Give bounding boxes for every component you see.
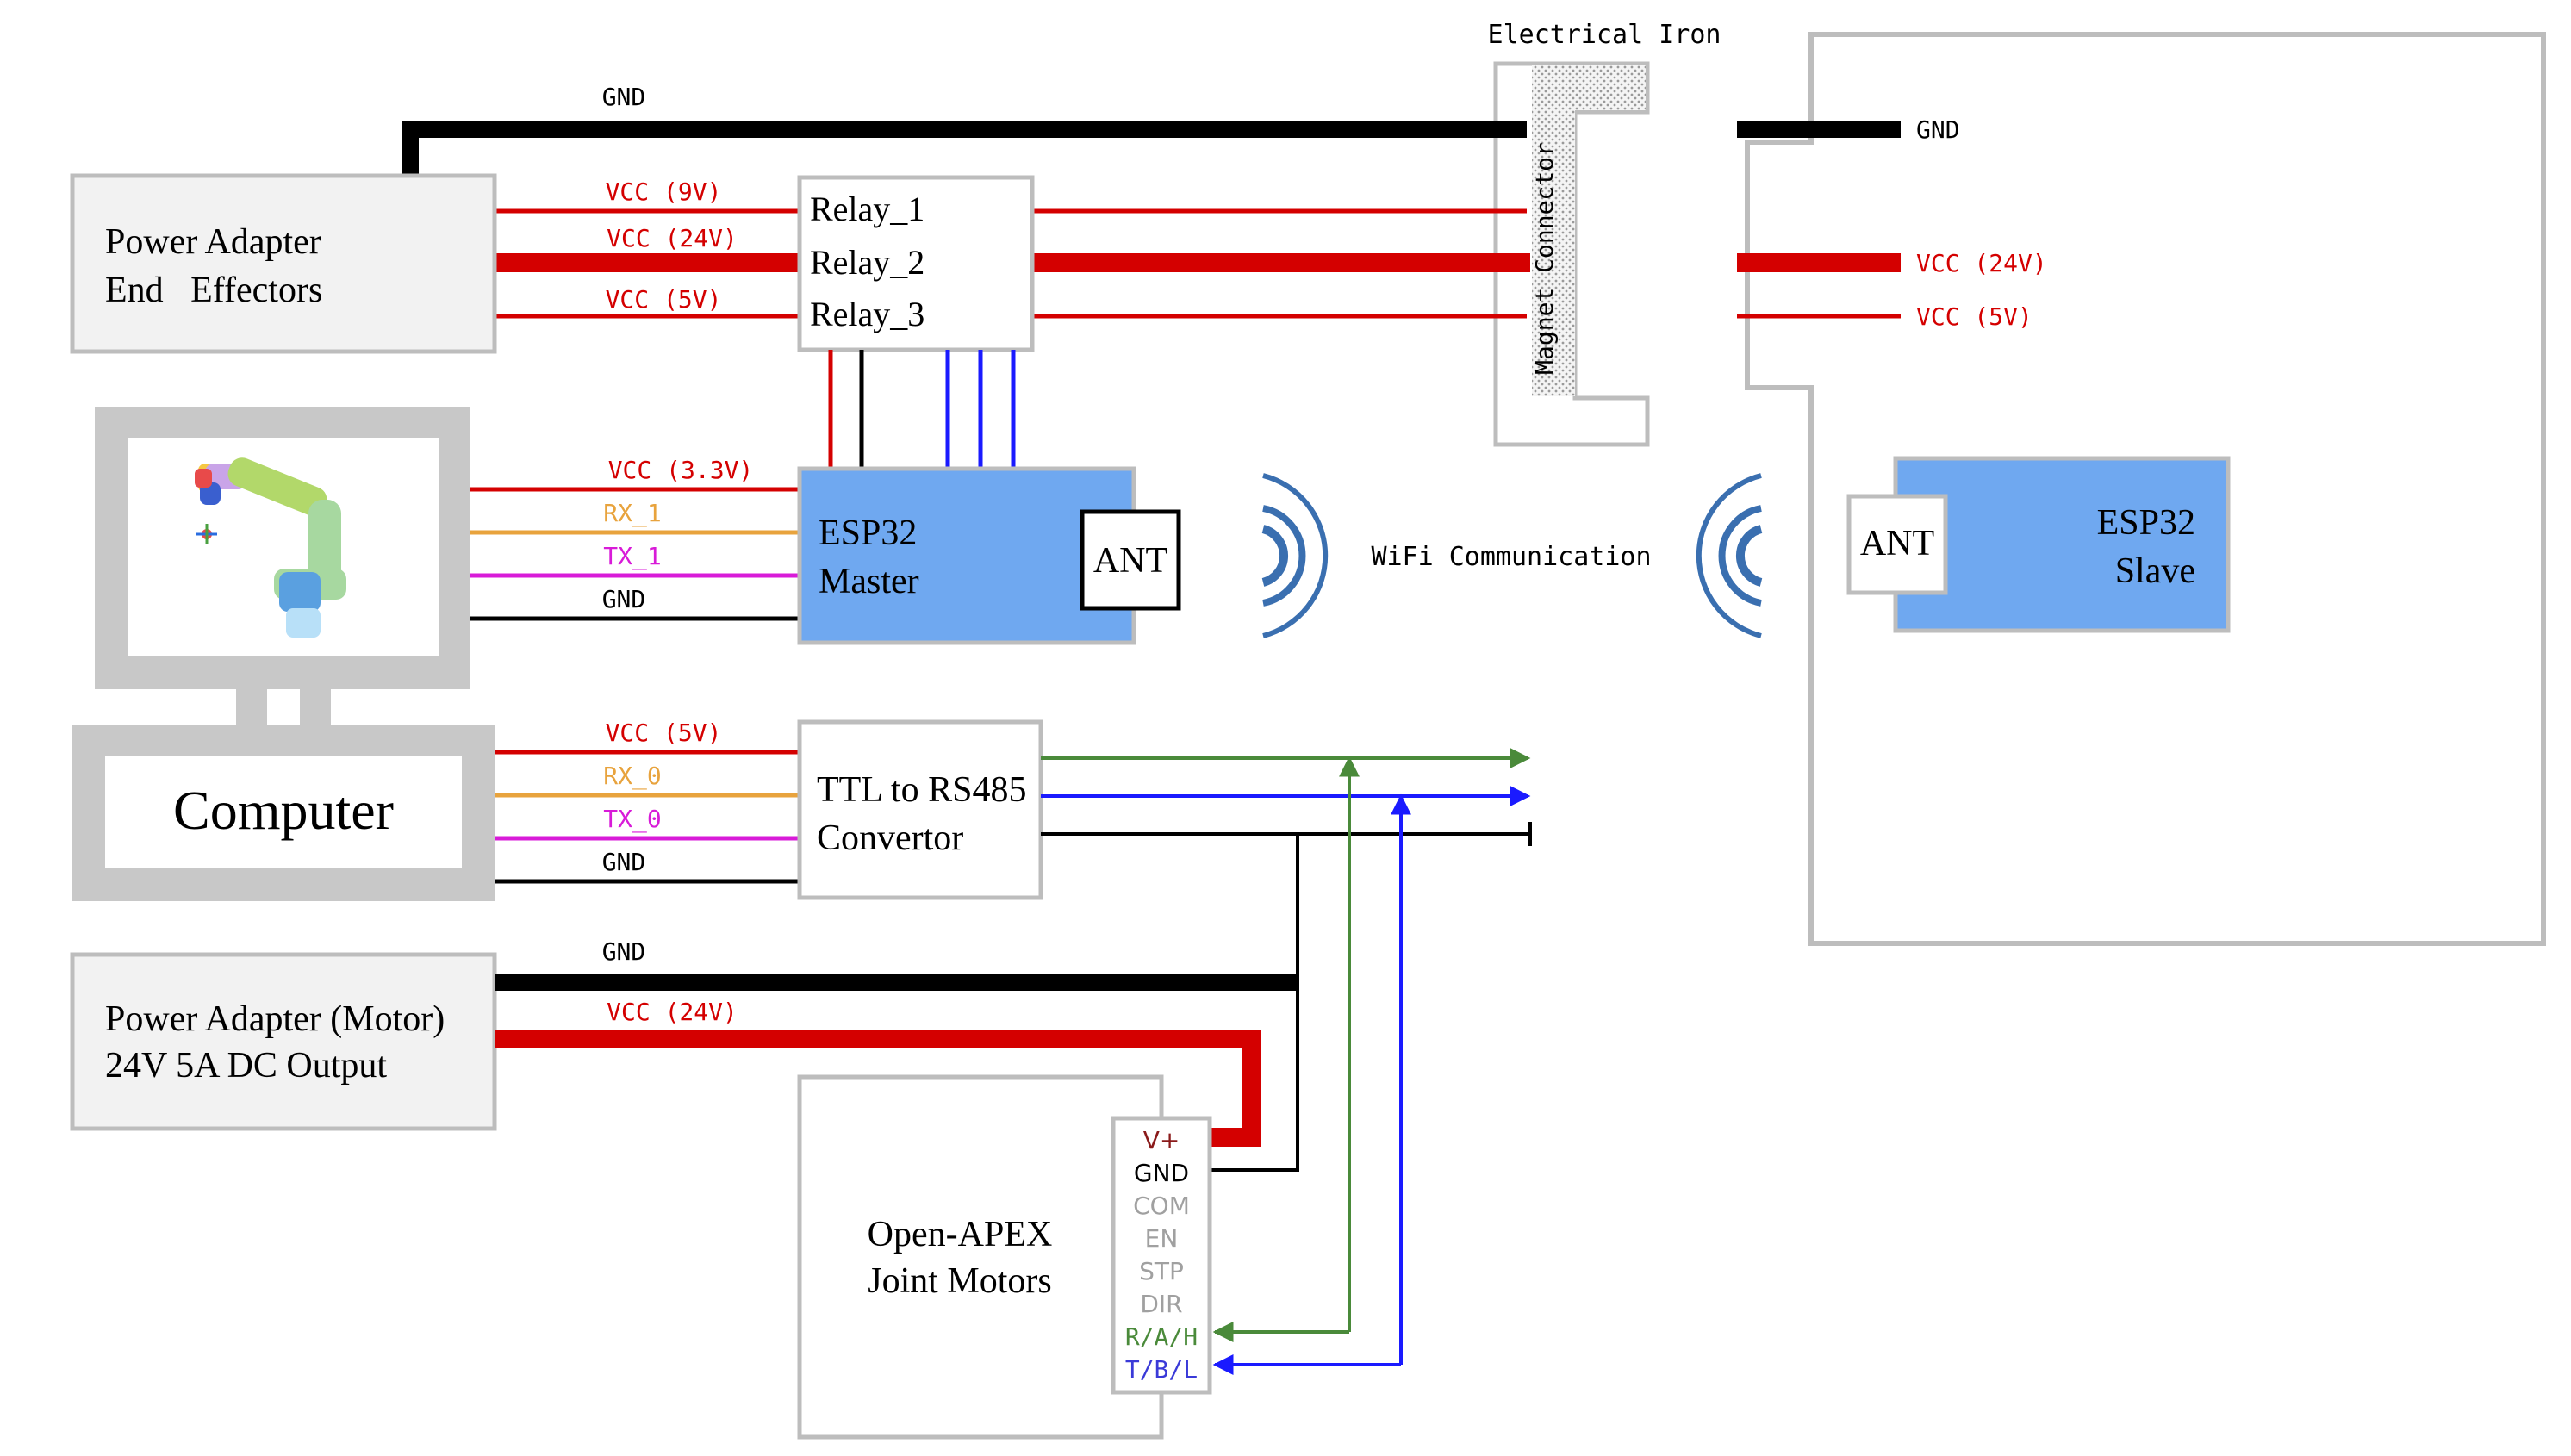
wire-label-gnd-ttl: GND — [602, 848, 646, 876]
computer-neck-right — [300, 689, 331, 725]
power-adapter-motor-line1: Power Adapter (Motor) — [105, 999, 445, 1039]
open-apex-box — [797, 1074, 1164, 1440]
ttl-rs485-box — [797, 719, 1043, 900]
power-adapter-end-effectors-box — [70, 173, 497, 354]
motor-pin-header — [1111, 1116, 1212, 1395]
wire-label-vcc-5v-b: VCC (5V) — [606, 719, 722, 747]
wire-label-rx1: RX_1 — [603, 499, 661, 528]
wifi-signal-slave-icon — [1696, 473, 1763, 638]
pin-gnd: GND — [1134, 1159, 1189, 1187]
pin-tbl: T/B/L — [1125, 1355, 1198, 1384]
power-adapter-motor-line2: 24V 5A DC Output — [105, 1046, 387, 1086]
relay-3-label: Relay_3 — [810, 295, 924, 333]
wire-gnd-trunk — [1210, 834, 1299, 1172]
computer-neck-left — [236, 689, 267, 725]
esp32-slave-line2: Slave — [2115, 551, 2195, 591]
esp32-slave-ant-label: ANT — [1860, 524, 1934, 563]
robot-arm-image — [195, 457, 346, 638]
wire-label-slave-gnd: GND — [1916, 115, 1960, 144]
open-apex-line1: Open-APEX — [868, 1215, 1053, 1254]
wire-label-vcc-33v: VCC (3.3V) — [608, 456, 754, 484]
wire-label-gnd-motor: GND — [602, 937, 646, 966]
wire-label-slave-vcc-5v: VCC (5V) — [1916, 302, 2033, 331]
esp32-slave-line1: ESP32 — [2097, 503, 2195, 543]
power-adapter-ee-line1: Power Adapter — [105, 222, 321, 262]
ttl-rs485-line1: TTL to RS485 — [817, 770, 1026, 810]
wire-label-tx1: TX_1 — [603, 542, 661, 571]
wire-label-gnd-esp: GND — [602, 585, 646, 613]
pin-dir: DIR — [1140, 1290, 1182, 1318]
power-adapter-motor-box — [70, 952, 497, 1131]
pin-v-plus: V+ — [1143, 1126, 1180, 1154]
wire-vcc-24v-motor — [495, 1030, 1261, 1147]
wire-label-tx0: TX_0 — [603, 805, 661, 834]
relay-1-label: Relay_1 — [810, 190, 924, 228]
esp32-slave-box — [1893, 456, 2231, 633]
esp32-master-line1: ESP32 — [819, 513, 917, 553]
power-adapter-ee-line2: End Effectors — [105, 271, 322, 310]
computer-label: Computer — [173, 780, 394, 841]
pin-rah: R/A/H — [1125, 1322, 1198, 1351]
wifi-label: WiFi Communication — [1371, 542, 1651, 572]
wire-label-vcc-9v: VCC (9V) — [606, 177, 722, 206]
pin-stp: STP — [1139, 1257, 1184, 1285]
wire-label-slave-vcc-24v: VCC (24V) — [1916, 249, 2047, 277]
relay-box — [797, 175, 1035, 352]
esp32-master-box — [797, 466, 1136, 645]
wire-gnd-top — [402, 121, 1527, 176]
electrical-iron-title: Electrical Iron — [1488, 20, 1721, 50]
computer-screen — [128, 438, 439, 656]
magnet-connector-label: Magnet Connector — [1530, 142, 1559, 375]
computer: Computer — [72, 407, 495, 901]
computer-label-panel — [105, 756, 462, 868]
wire-label-vcc-24v-motor: VCC (24V) — [607, 998, 738, 1026]
relay-2-label: Relay_2 — [810, 243, 924, 282]
magnet-connector-strip — [1532, 65, 1575, 396]
pin-com: COM — [1133, 1192, 1190, 1220]
wire-label-gnd-top: GND — [602, 83, 646, 111]
slave-enclosure — [1745, 32, 2546, 946]
wire-label-vcc-24v-a: VCC (24V) — [607, 224, 738, 252]
open-apex-line2: Joint Motors — [868, 1261, 1052, 1301]
pin-en: EN — [1145, 1224, 1179, 1253]
esp32-master-ant-box — [1080, 509, 1181, 611]
esp32-slave-ant-box — [1846, 494, 1948, 595]
wire-label-vcc-5v-a: VCC (5V) — [606, 285, 722, 314]
ttl-rs485-line2: Convertor — [817, 818, 963, 858]
wifi-signal-master-icon — [1261, 473, 1329, 638]
esp32-master-line2: Master — [819, 562, 919, 601]
esp32-master-ant-label: ANT — [1093, 541, 1167, 581]
wire-label-rx0: RX_0 — [603, 762, 661, 791]
